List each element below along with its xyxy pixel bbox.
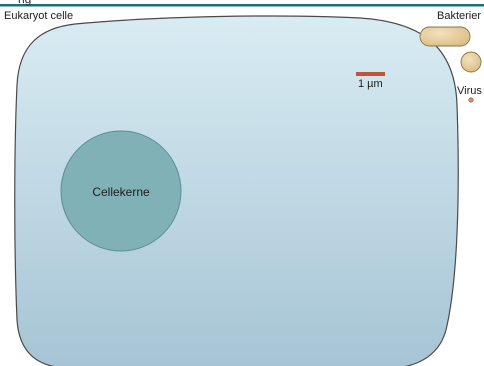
header-fragment: ng [18,0,31,6]
eukaryote-label: Eukaryot celle [4,10,74,22]
bacteria-label: Bakterier [437,10,482,22]
cropped-header: ng [0,0,484,6]
virus-particle [468,97,474,103]
cell-nucleus [60,130,182,252]
nucleus-label: Cellekerne [92,185,150,199]
top-rule [0,4,484,7]
bacterium-rod [419,26,471,47]
scale-bar-label: 1 µm [358,78,383,90]
virus-label: Virus [457,85,482,97]
bacterium-coccus [460,51,482,73]
eukaryotic-cell [14,15,459,366]
scale-bar [356,72,385,76]
